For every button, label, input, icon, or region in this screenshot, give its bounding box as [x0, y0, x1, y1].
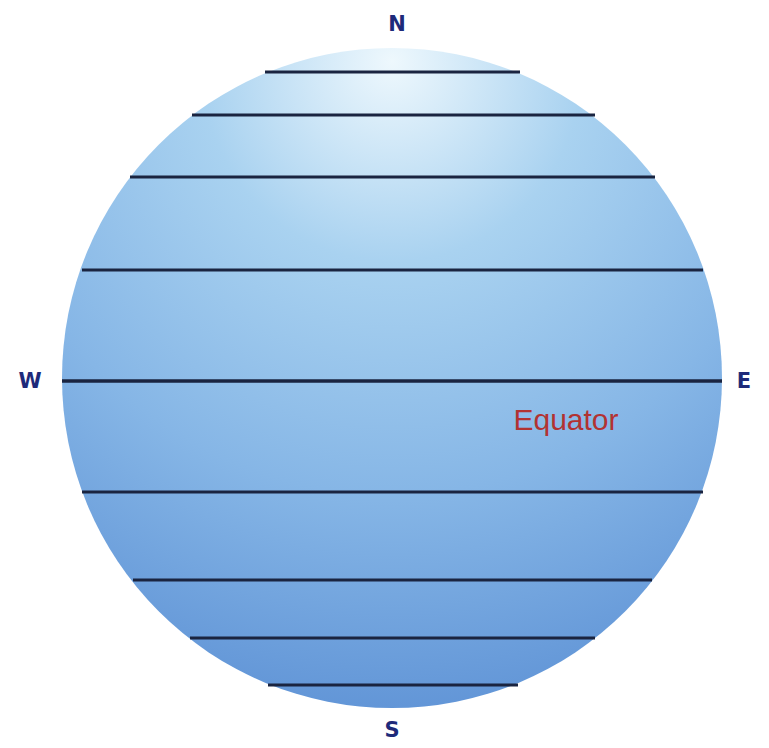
globe — [62, 48, 722, 708]
latitude-line — [82, 491, 703, 494]
latitude-line — [265, 71, 520, 74]
latitude-line — [192, 114, 595, 117]
latitude-line — [190, 637, 595, 640]
compass-label: N — [388, 14, 406, 35]
equator-line — [62, 379, 722, 383]
latitude-line — [130, 176, 655, 179]
compass-label: W — [18, 371, 41, 392]
equator-label: Equator — [513, 405, 618, 435]
compass-label: S — [384, 720, 399, 741]
latitude-line — [82, 269, 703, 272]
latitude-line — [268, 684, 518, 687]
latitude-lines — [62, 72, 722, 685]
latitude-line — [133, 579, 652, 582]
compass-label: E — [737, 371, 751, 392]
